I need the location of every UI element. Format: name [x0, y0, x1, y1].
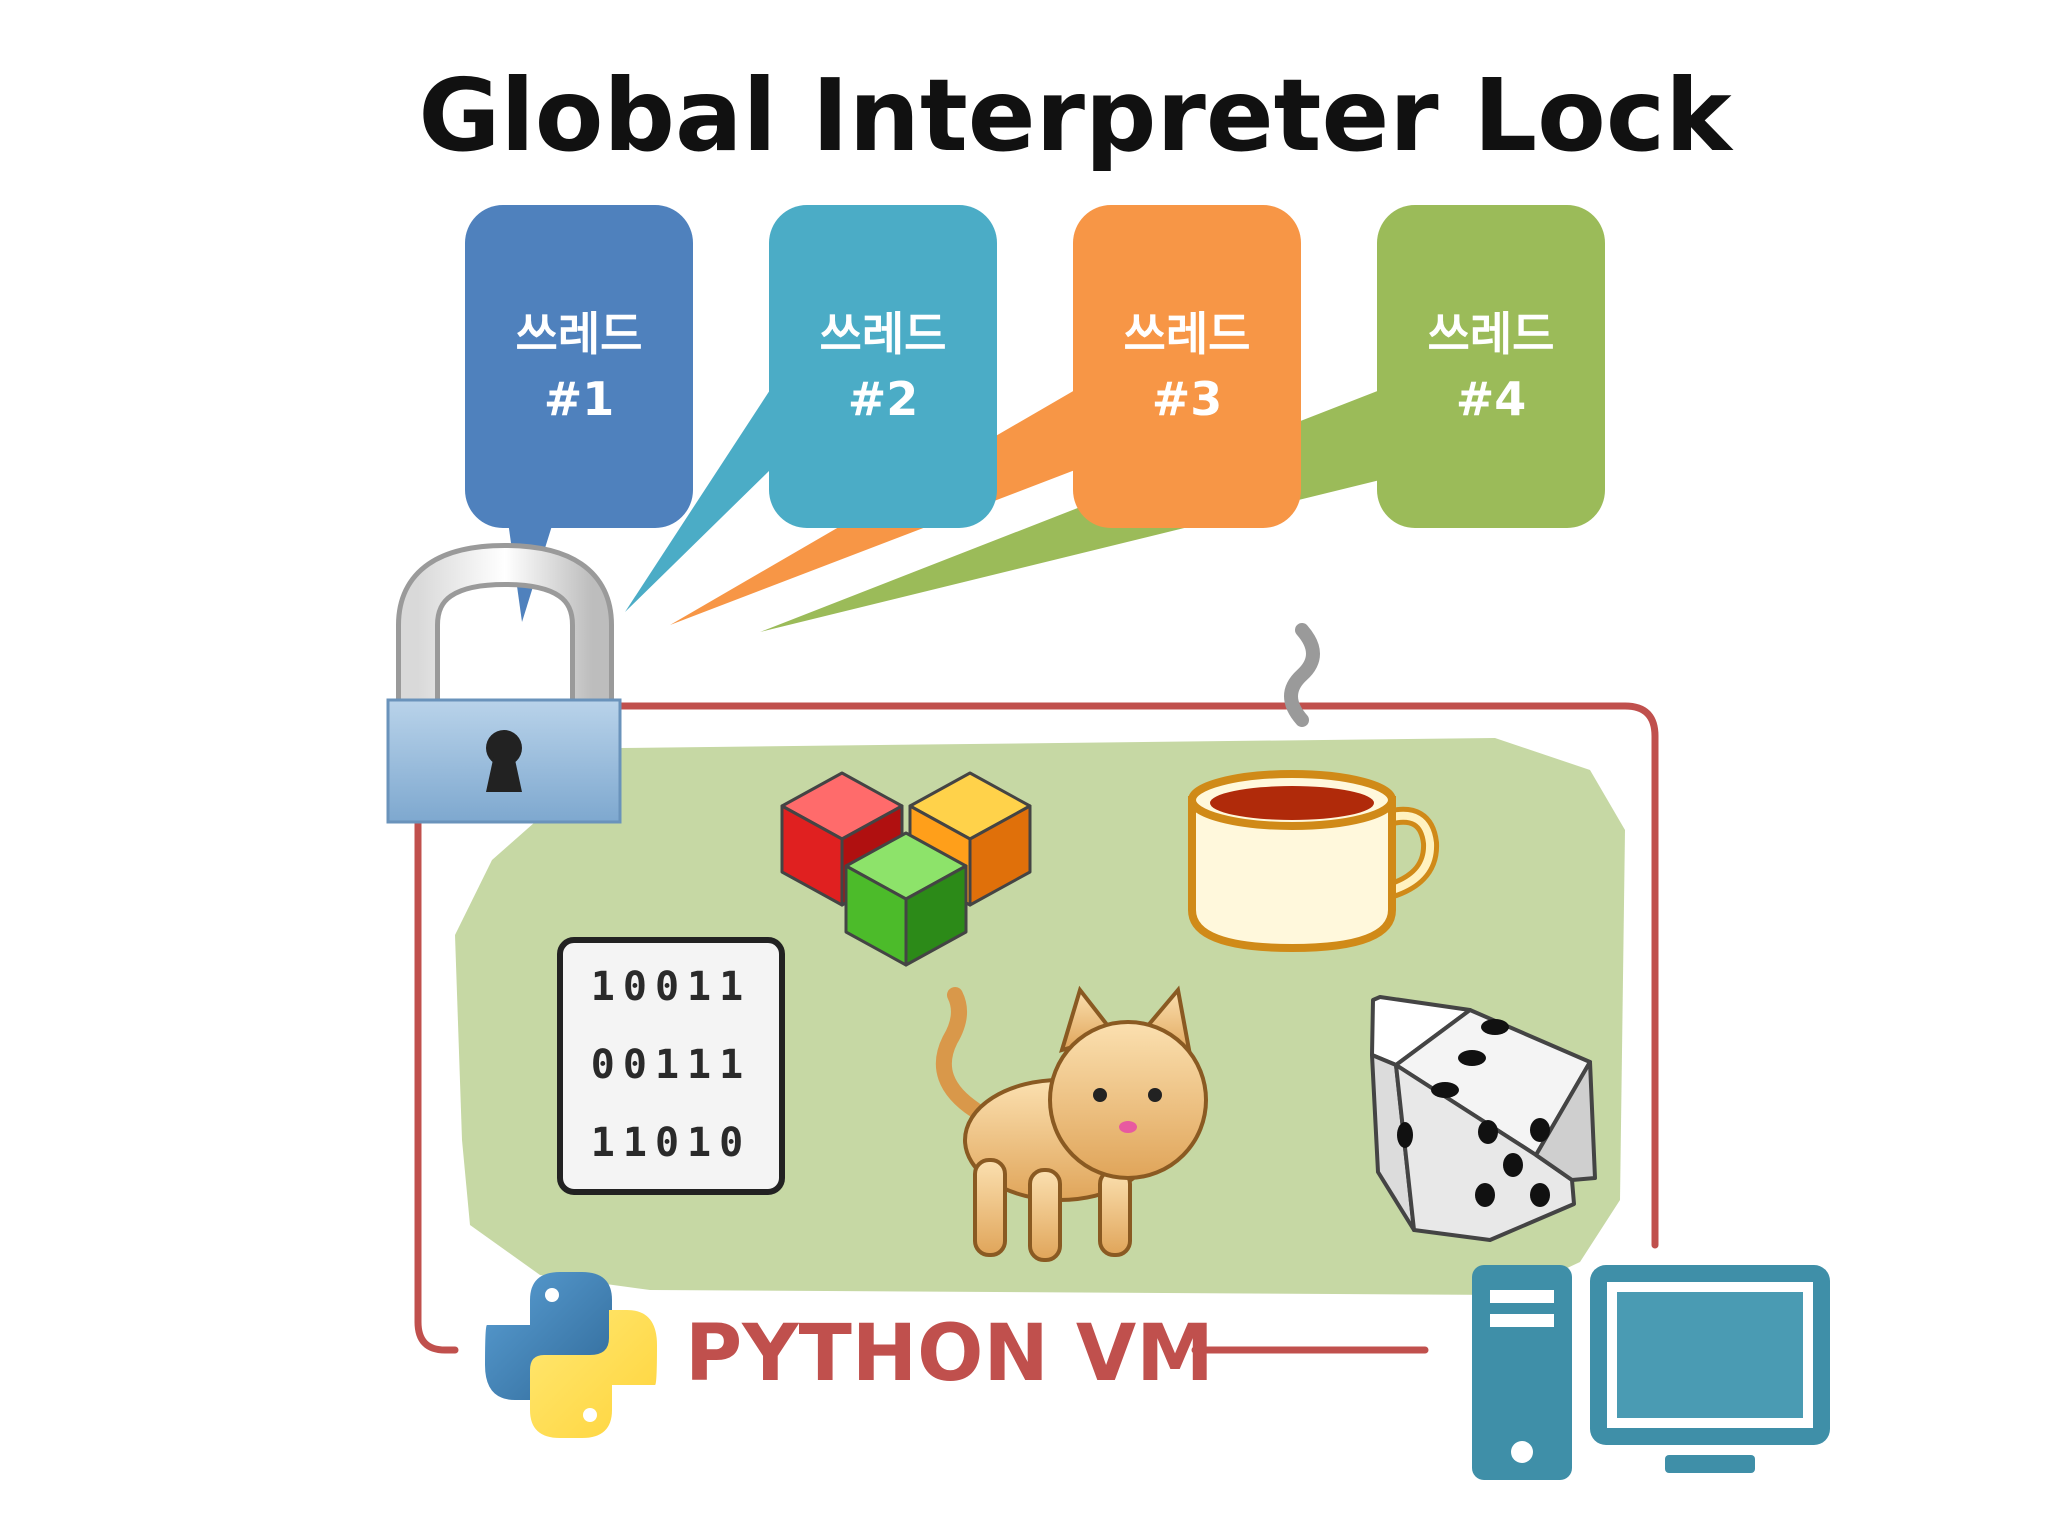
thread-4-name: 쓰레드: [1428, 307, 1555, 361]
thread-3-number: #3: [1152, 372, 1223, 426]
computer-icon: [1472, 1265, 1830, 1480]
cat-icon: [935, 985, 1208, 1262]
thread-3-name: 쓰레드: [1124, 307, 1251, 361]
thread-bubble-1: 쓰레드 #1: [465, 205, 693, 528]
vm-frame: [414, 702, 1659, 1354]
coffee-cup-icon: [1188, 623, 1440, 953]
binary-row-2: 00111: [591, 1042, 751, 1088]
lock-icon: [386, 542, 622, 824]
thread-4-number: #4: [1456, 372, 1527, 426]
thread-1-number: #1: [544, 372, 615, 426]
vm-label: PYTHON VM: [685, 1309, 1214, 1399]
thread-bubble-4: 쓰레드 #4: [1377, 205, 1605, 528]
dice-icon: [1370, 995, 1597, 1242]
thread-bubble-2: 쓰레드 #2: [769, 205, 997, 528]
binary-row-3: 11010: [591, 1120, 751, 1166]
thread-2-tail: [625, 390, 770, 612]
binary-row-1: 10011: [591, 964, 751, 1010]
thread-1-name: 쓰레드: [516, 307, 643, 361]
thread-2-name: 쓰레드: [820, 307, 947, 361]
thread-2-number: #2: [848, 372, 919, 426]
python-logo-icon: [485, 1272, 657, 1438]
binary-file-icon: 10011 00111 11010: [557, 937, 785, 1195]
diagram-title: Global Interpreter Lock: [418, 57, 1734, 174]
thread-bubble-3: 쓰레드 #3: [1073, 205, 1301, 528]
cubes-icon: [780, 771, 1032, 967]
